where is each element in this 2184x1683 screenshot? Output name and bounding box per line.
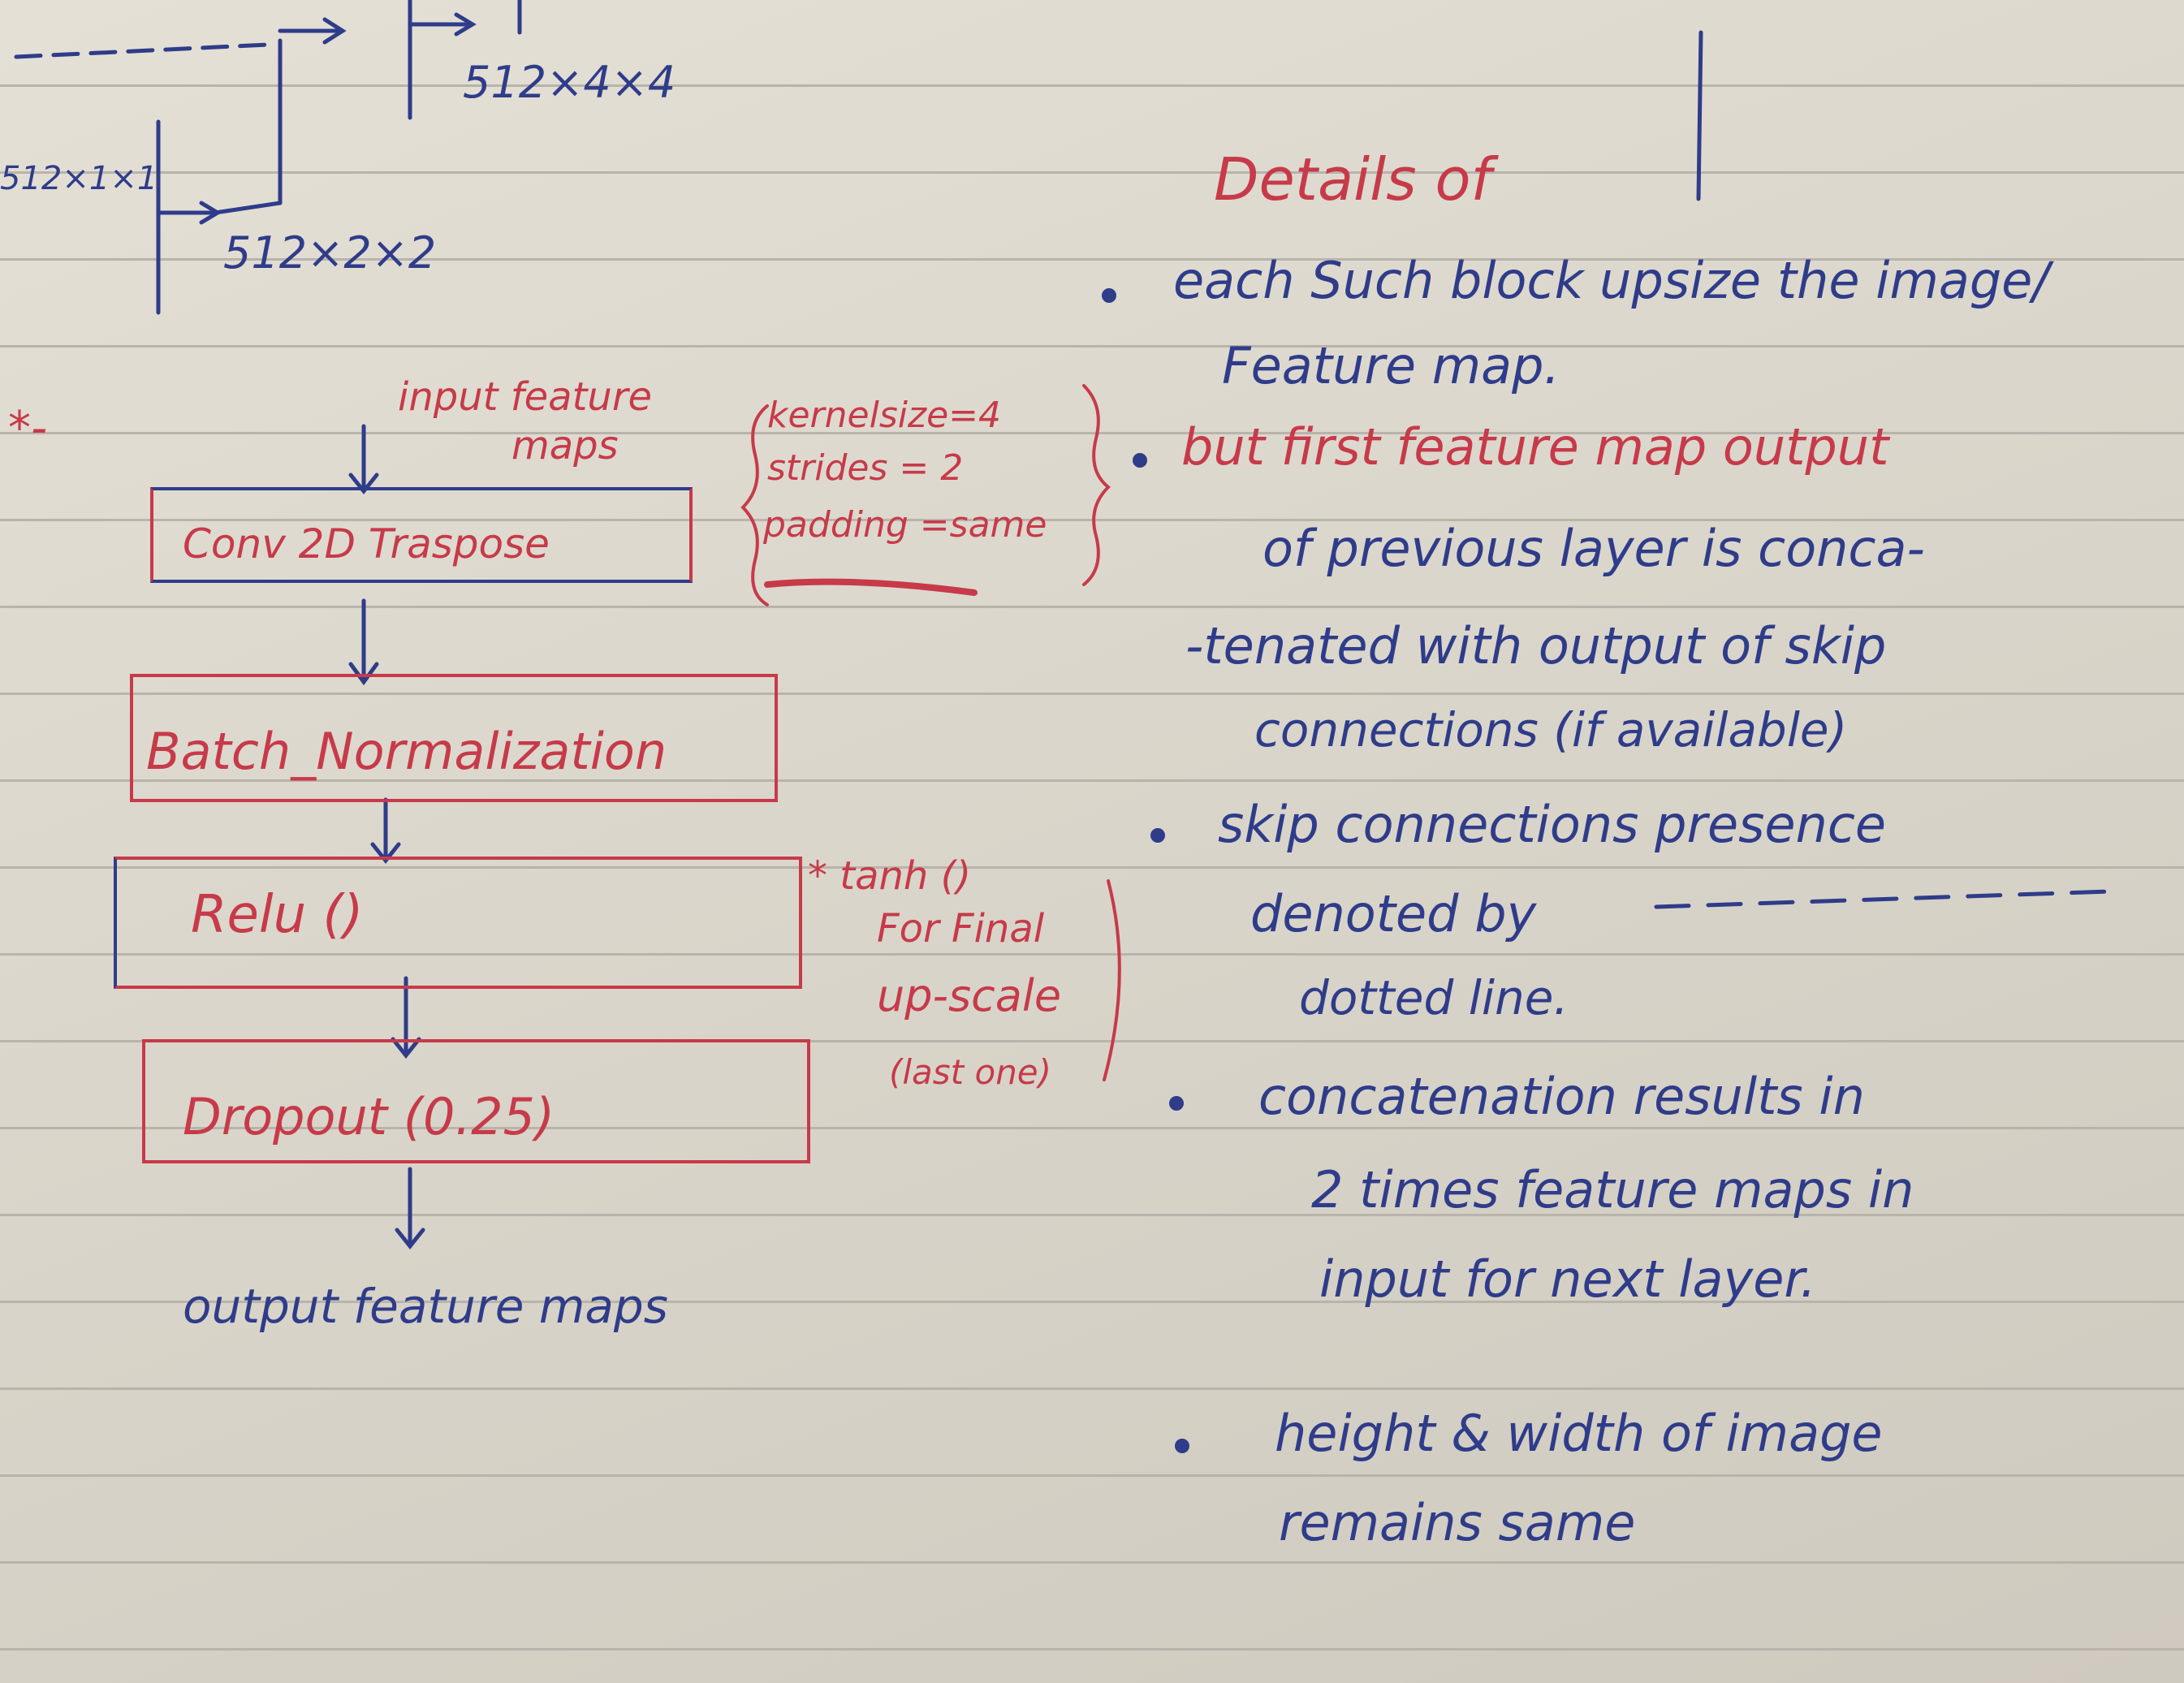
relu-note-1: * tanh () [808,853,972,899]
input-label-2: maps [511,423,619,468]
detail-5-line-2: remains same [1279,1493,1636,1552]
detail-4-line-1: concatenation results in [1258,1067,1865,1126]
bullet-dot [1133,453,1147,468]
detail-2-line-2: of previous layer is conca- [1262,519,1925,578]
dim-label-mid: 512×2×2 [223,227,437,278]
relu-note-2: For Final [877,906,1045,952]
conv2d-label: Conv 2D Traspose [183,520,550,567]
detail-3-line-3: dotted line. [1299,970,1569,1025]
bullet-dot [1175,1439,1189,1453]
relu-note-4: (last one) [889,1052,1052,1092]
param-padding: padding =same [763,504,1047,546]
input-label-1: input feature [398,374,653,420]
conv2d-block [150,487,693,583]
detail-2-line-4: connections (if available) [1254,702,1848,757]
bullet-dot [1169,1096,1184,1111]
detail-3-line-1: skip connections presence [1218,795,1887,854]
param-kernel: kernelsize=4 [767,395,1001,436]
detail-1-line-2: Feature map. [1222,336,1560,395]
detail-2-line-1: but first feature map output [1181,417,1889,477]
batchnorm-label: Batch_Normalization [146,722,667,781]
detail-3-line-2: denoted by [1250,884,1537,943]
output-label: output feature maps [183,1279,668,1334]
param-strides: strides = 2 [767,447,964,489]
dropout-block [142,1039,810,1163]
detail-4-line-3: input for next layer. [1319,1249,1816,1309]
detail-4-line-2: 2 times feature maps in [1311,1160,1914,1219]
dim-label-top: 512×4×4 [463,57,676,108]
detail-5-line-1: height & width of image [1275,1404,1883,1463]
relu-block [114,857,802,989]
dim-label-left: 512×1×1 [0,160,158,197]
bullet-dot [1150,828,1165,843]
details-heading: Details of [1214,145,1491,214]
detail-2-line-3: -tenated with output of skip [1185,616,1887,675]
margin-mark: *- [8,402,48,455]
relu-note-3: up-scale [877,970,1062,1021]
bullet-dot [1102,288,1116,303]
detail-1-line-1: each Such block upsize the image/ [1173,251,2050,310]
dropout-label: Dropout (0.25) [183,1087,555,1146]
batchnorm-block [130,674,778,802]
relu-label: Relu () [191,885,364,945]
